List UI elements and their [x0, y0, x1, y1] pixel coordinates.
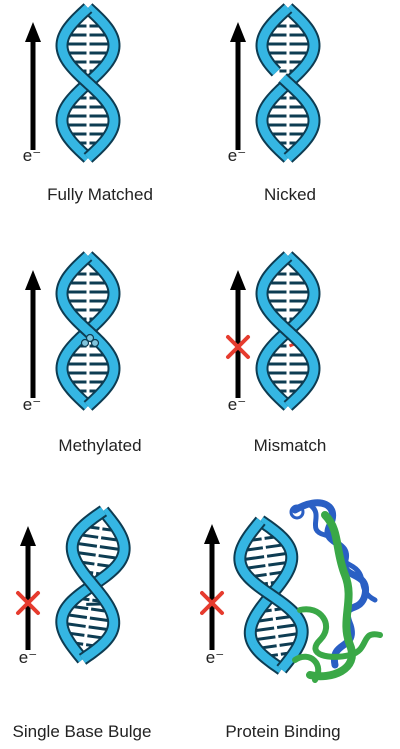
dna-strand [255, 3, 321, 163]
dna-helix [55, 505, 131, 665]
electron-arrow [230, 270, 246, 398]
blocked-x-icon [16, 591, 40, 615]
caption-nicked: Nicked [264, 185, 316, 204]
dna-strand [55, 3, 121, 163]
electron-arrow [20, 526, 36, 650]
electron-label: e⁻ [227, 146, 247, 165]
caption-methylated: Methylated [58, 436, 142, 455]
electron-arrow [230, 22, 246, 150]
panel-methylated [25, 251, 121, 411]
electron-arrow [25, 22, 41, 150]
dna-strand [255, 251, 321, 411]
dna-strand [65, 505, 121, 665]
caption-mismatch: Mismatch [253, 436, 327, 455]
panel-single-base-bulge [16, 505, 131, 665]
electron-arrow [204, 524, 220, 650]
dna-strand [55, 251, 121, 411]
electron-label: e⁻ [227, 395, 247, 414]
dna-helix [55, 251, 121, 411]
electron-label: e⁻ [22, 146, 42, 165]
dna-helix [255, 251, 321, 411]
electron-label: e⁻ [205, 648, 225, 667]
dna-helix [233, 515, 309, 675]
electron-arrow [25, 270, 41, 398]
electron-label: e⁻ [18, 648, 38, 667]
panel-mismatch [226, 251, 321, 411]
electron-label: e⁻ [22, 395, 42, 414]
caption-single-base-bulge: Single Base Bulge [12, 722, 152, 741]
panel-nicked [230, 3, 321, 163]
dna-helix [255, 3, 321, 163]
panel-protein-binding [200, 499, 383, 683]
blocked-x-icon [226, 335, 250, 359]
panel-fully-matched [25, 3, 121, 163]
blocked-x-icon [200, 591, 224, 615]
dna-helix [55, 3, 121, 163]
methyl-group-icon [80, 333, 100, 348]
protein-ribbon [289, 499, 383, 683]
dna-strand [233, 516, 309, 674]
caption-protein-binding: Protein Binding [225, 722, 341, 741]
caption-fully-matched: Fully Matched [47, 185, 153, 204]
